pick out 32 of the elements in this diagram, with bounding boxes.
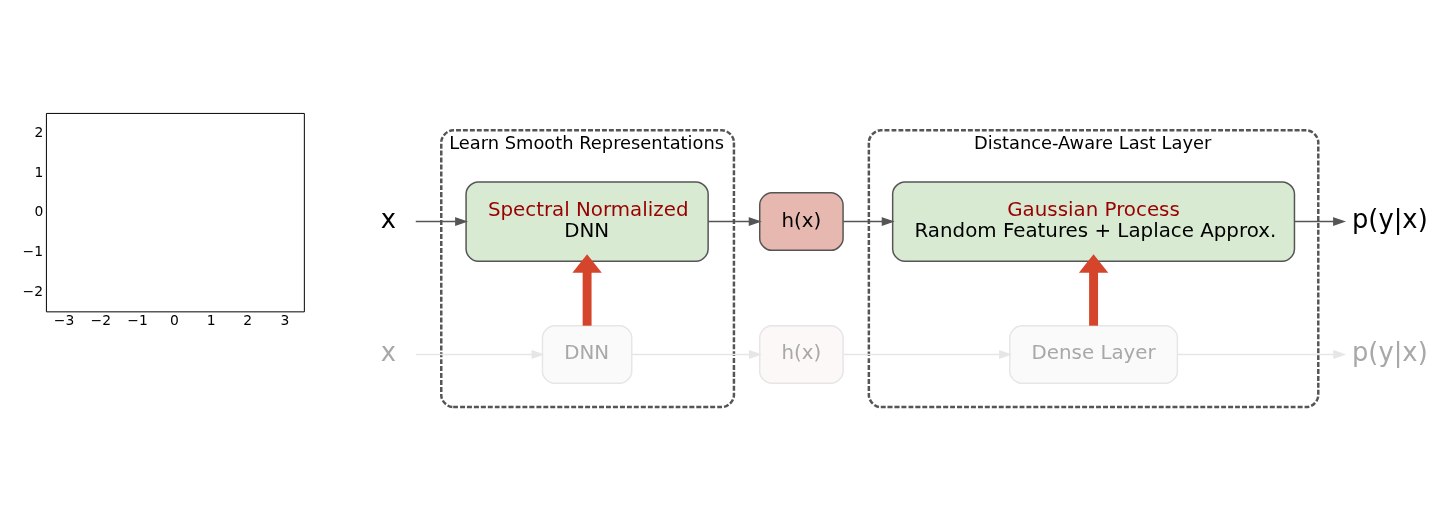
arrow <box>1176 349 1347 359</box>
label: −1 <box>22 242 44 259</box>
label: −1 <box>127 311 148 328</box>
arrow <box>1078 253 1109 326</box>
label: −3 <box>53 311 75 328</box>
label: −2 <box>22 282 44 299</box>
label: −2 <box>90 311 112 328</box>
label: 3 <box>280 311 290 328</box>
arrow <box>842 216 895 226</box>
node-box: Gaussian Process Random Features + Laplace Approx. <box>891 180 1296 262</box>
arrow <box>707 216 762 226</box>
node-text: p(y|x) <box>1352 336 1428 367</box>
node-box: Dense Layer <box>1009 324 1179 384</box>
arrow <box>1293 216 1346 226</box>
arrow <box>842 349 1012 359</box>
label: 1 <box>34 163 44 180</box>
label: 2 <box>243 311 253 328</box>
arrow <box>415 216 469 226</box>
node-box: h(x) <box>759 191 844 251</box>
arrow <box>631 349 762 359</box>
label: 2 <box>34 123 44 140</box>
label: 0 <box>34 202 44 219</box>
node-box: DNN <box>541 324 633 384</box>
arrow <box>572 253 602 326</box>
label: 1 <box>206 311 216 328</box>
node-text: x <box>380 336 397 367</box>
node-text: p(y|x) <box>1352 203 1428 234</box>
label: 0 <box>169 311 179 328</box>
node-text: x <box>380 203 397 234</box>
node-box: Spectral Normalized DNN <box>465 180 709 262</box>
arrow <box>415 349 545 359</box>
node-box: h(x) <box>759 324 844 384</box>
